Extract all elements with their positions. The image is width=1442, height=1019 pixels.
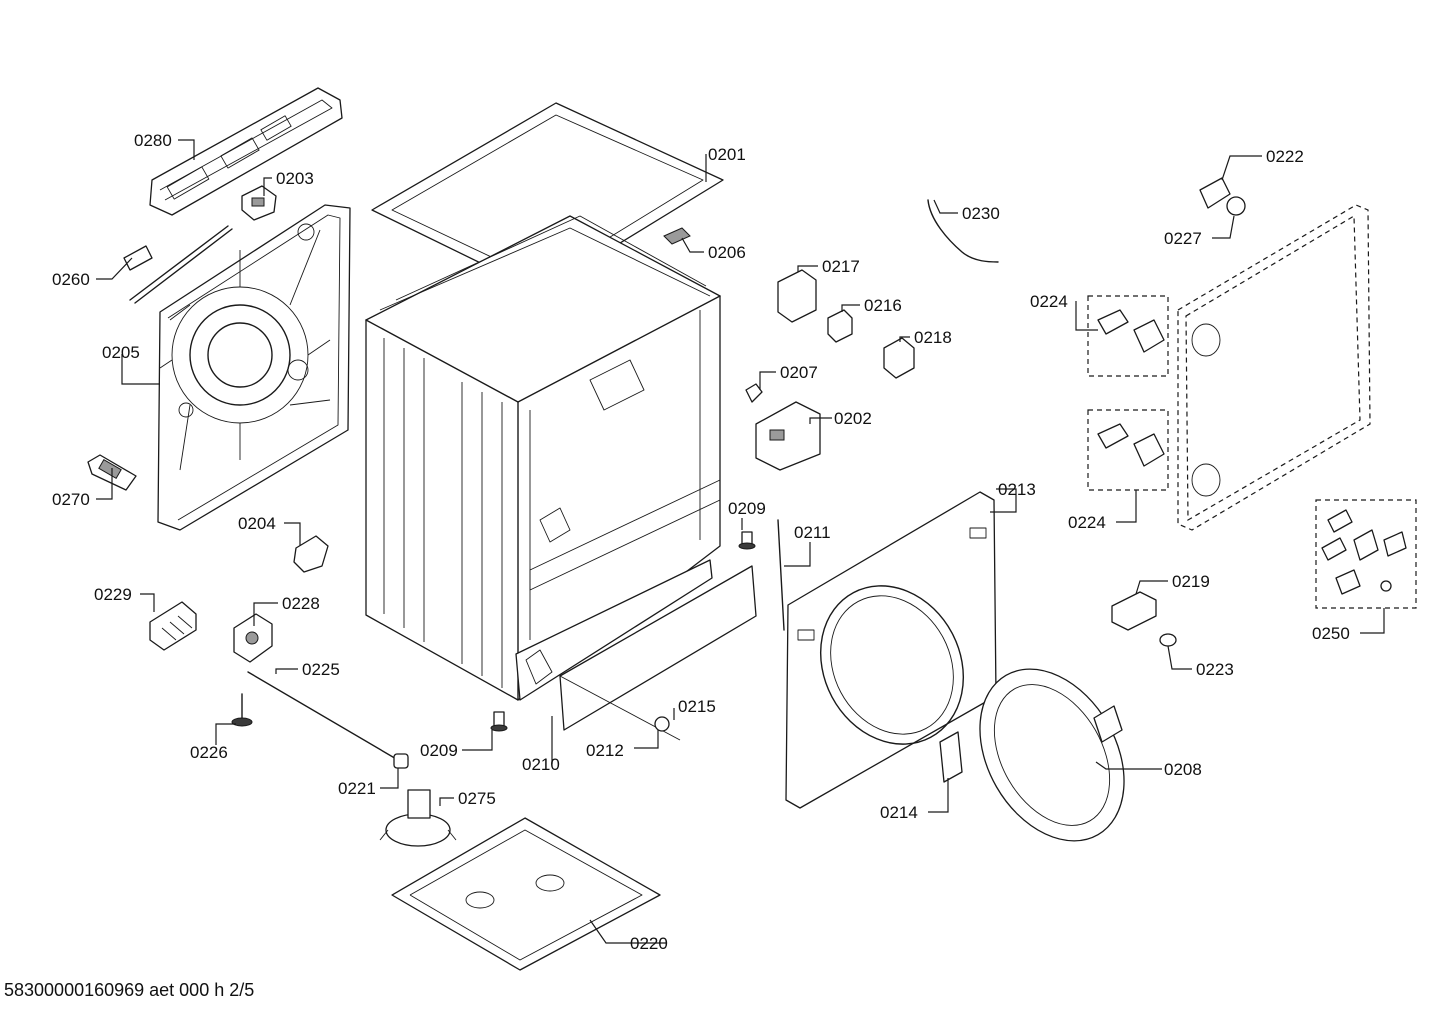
part-0275-pump bbox=[379, 789, 457, 847]
part-0220-base bbox=[391, 817, 661, 971]
callout-0208: 0208 bbox=[1164, 760, 1202, 779]
part-0214-hinge bbox=[939, 731, 963, 783]
callout-0209-upper: 0209 bbox=[728, 499, 766, 518]
part-0203 bbox=[241, 185, 277, 221]
callout-0215: 0215 bbox=[678, 697, 716, 716]
part-0216 bbox=[827, 309, 853, 343]
callout-0203: 0203 bbox=[276, 169, 314, 188]
part-0221 bbox=[393, 753, 409, 769]
part-0210-plinth bbox=[515, 559, 713, 701]
part-0260 bbox=[123, 225, 233, 304]
callout-0207: 0207 bbox=[780, 363, 818, 382]
callout-0230: 0230 bbox=[962, 204, 1000, 223]
callout-0222: 0222 bbox=[1266, 147, 1304, 166]
part-0207 bbox=[745, 383, 763, 403]
part-0204 bbox=[293, 535, 329, 573]
part-0224-kit-b bbox=[1087, 409, 1169, 491]
part-0227-knob bbox=[1226, 196, 1246, 216]
part-0224-kit-a bbox=[1087, 295, 1169, 377]
callout-0218: 0218 bbox=[914, 328, 952, 347]
callout-0216: 0216 bbox=[864, 296, 902, 315]
callout-0201: 0201 bbox=[708, 145, 746, 164]
callout-0205: 0205 bbox=[102, 343, 140, 362]
part-0206 bbox=[663, 227, 691, 245]
callout-0225: 0225 bbox=[302, 660, 340, 679]
callout-0202: 0202 bbox=[834, 409, 872, 428]
callout-labels: 0280 0203 0260 0205 0270 0204 0229 0228 … bbox=[52, 131, 1350, 953]
callout-0221: 0221 bbox=[338, 779, 376, 798]
callout-0217: 0217 bbox=[822, 257, 860, 276]
callout-0226: 0226 bbox=[190, 743, 228, 762]
callout-0275: 0275 bbox=[458, 789, 496, 808]
callout-0211: 0211 bbox=[794, 523, 831, 542]
callout-0213: 0213 bbox=[998, 480, 1036, 499]
callout-0270: 0270 bbox=[52, 490, 90, 509]
callout-0229: 0229 bbox=[94, 585, 132, 604]
callout-0227: 0227 bbox=[1164, 229, 1202, 248]
part-0250-kit bbox=[1315, 499, 1417, 609]
callout-0228: 0228 bbox=[282, 594, 320, 613]
part-0218 bbox=[883, 337, 915, 379]
callout-0206: 0206 bbox=[708, 243, 746, 262]
callout-0224-lower: 0224 bbox=[1068, 513, 1106, 532]
callout-0219: 0219 bbox=[1172, 572, 1210, 591]
callout-0250: 0250 bbox=[1312, 624, 1350, 643]
callout-0212: 0212 bbox=[586, 741, 624, 760]
part-0208-door bbox=[979, 668, 1125, 842]
callout-0204: 0204 bbox=[238, 514, 276, 533]
callout-0260: 0260 bbox=[52, 270, 90, 289]
callout-0223: 0223 bbox=[1196, 660, 1234, 679]
part-0217 bbox=[777, 269, 817, 323]
part-0223-knob bbox=[1159, 633, 1177, 647]
callout-0220: 0220 bbox=[630, 934, 668, 953]
part-cabinet-body bbox=[365, 215, 721, 701]
part-door-frame-dashed bbox=[1177, 204, 1371, 531]
part-0228 bbox=[233, 613, 273, 663]
part-0202-door-lock bbox=[755, 401, 821, 471]
callout-0214: 0214 bbox=[880, 803, 918, 822]
part-0209-foot-b bbox=[490, 711, 508, 732]
part-0230-wire bbox=[927, 199, 999, 263]
callout-0210: 0210 bbox=[522, 755, 560, 774]
part-0215-screw bbox=[654, 716, 670, 732]
part-0225-rod bbox=[247, 671, 399, 761]
part-0209-foot-a bbox=[738, 531, 756, 550]
callout-0224-upper: 0224 bbox=[1030, 292, 1068, 311]
callout-0280: 0280 bbox=[134, 131, 172, 150]
part-0205-rear-panel bbox=[157, 204, 351, 531]
callout-0209-lower: 0209 bbox=[420, 741, 458, 760]
part-0226-foot bbox=[231, 693, 253, 727]
drawing-id-footer: 58300000160969 aet 000 h 2/5 bbox=[4, 980, 255, 1000]
part-0211-cable bbox=[777, 519, 785, 631]
part-0219-handle bbox=[1111, 591, 1157, 631]
part-0222 bbox=[1199, 177, 1231, 209]
part-0280-rear-bracket bbox=[149, 87, 343, 216]
part-0229 bbox=[149, 601, 197, 651]
leader-lines bbox=[96, 139, 1385, 944]
